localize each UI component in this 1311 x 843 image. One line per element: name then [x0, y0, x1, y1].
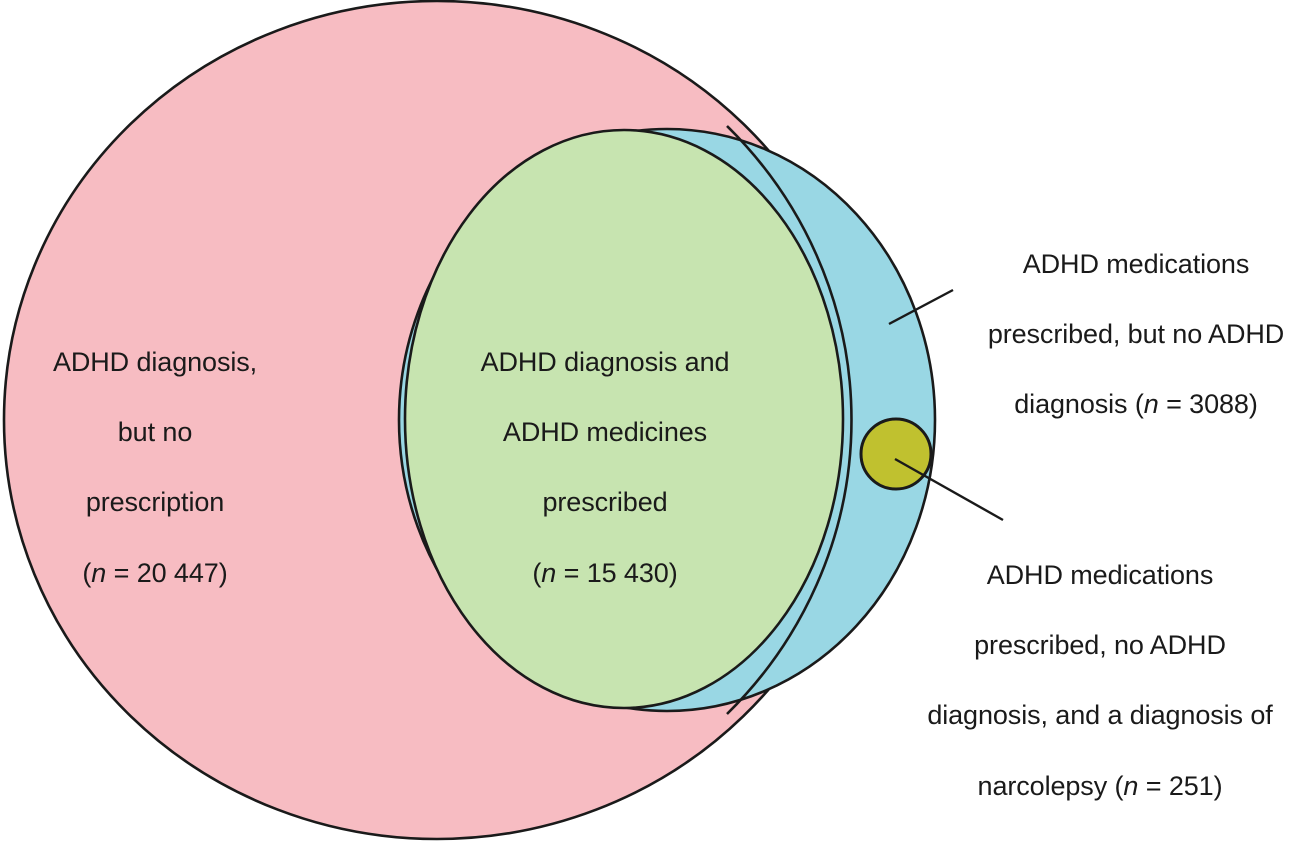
label-yellow-line4-prefix: narcolepsy ( [977, 770, 1124, 801]
label-yellow-paren-close: ) [1213, 770, 1223, 801]
label-pink-n-symbol: n [91, 557, 107, 588]
label-blue-line2: prescribed, but no ADHD [987, 319, 1285, 350]
pink-outline-overlay [726, 125, 853, 715]
label-green-count: (n = 15 430) [440, 556, 770, 591]
venn-region-adhd-diagnosis-and-medicines [403, 128, 845, 710]
label-medications-no-diagnosis: ADHD medications prescribed, but no ADHD… [962, 212, 1310, 458]
label-yellow-line2: prescribed, no ADHD [974, 630, 1226, 661]
label-pink-line3: prescription [85, 487, 225, 518]
label-green-equals: = [556, 557, 587, 588]
venn-region-medications-no-diagnosis-narcolepsy [859, 417, 933, 491]
label-blue-paren-close: ) [1248, 389, 1258, 420]
label-green-paren-open: ( [532, 557, 542, 588]
label-yellow-equals: = [1138, 770, 1169, 801]
label-yellow-n-value: 251 [1168, 770, 1214, 801]
label-blue-line3: diagnosis (n = 3088) [962, 387, 1310, 422]
leader-line-blue [888, 288, 954, 326]
label-pink-line2: but no [117, 417, 193, 448]
label-blue-n-symbol: n [1143, 389, 1159, 420]
label-blue-line3-prefix: diagnosis ( [1014, 389, 1144, 420]
label-pink-paren-open: ( [82, 557, 92, 588]
label-adhd-diagnosis-no-prescription: ADHD diagnosis, but no prescription (n =… [30, 310, 280, 626]
label-green-line3: prescribed [542, 487, 668, 518]
label-pink-equals: = [106, 557, 137, 588]
label-green-n-value: 15 430 [586, 557, 669, 588]
label-green-paren-close: ) [668, 557, 678, 588]
label-adhd-diagnosis-and-medicines: ADHD diagnosis and ADHD medicines prescr… [440, 310, 770, 626]
label-blue-equals: = [1158, 389, 1190, 420]
label-yellow-line3: diagnosis, and a diagnosis of [927, 700, 1273, 731]
label-blue-line1: ADHD medications [1022, 249, 1250, 280]
label-yellow-line4: narcolepsy (n = 251) [890, 769, 1310, 804]
label-green-line2: ADHD medicines [502, 417, 708, 448]
label-blue-n-value: 3088 [1189, 389, 1249, 420]
label-pink-paren-close: ) [218, 557, 228, 588]
leader-line-yellow [894, 457, 1004, 522]
label-green-line1: ADHD diagnosis and [480, 347, 730, 378]
label-pink-line1: ADHD diagnosis, [52, 347, 258, 378]
label-yellow-line1: ADHD medications [986, 560, 1214, 591]
label-green-n-symbol: n [541, 557, 557, 588]
label-medications-no-diagnosis-narcolepsy: ADHD medications prescribed, no ADHD dia… [890, 523, 1310, 839]
label-pink-n-value: 20 447 [136, 557, 219, 588]
label-pink-count: (n = 20 447) [30, 556, 280, 591]
label-yellow-n-symbol: n [1123, 770, 1139, 801]
